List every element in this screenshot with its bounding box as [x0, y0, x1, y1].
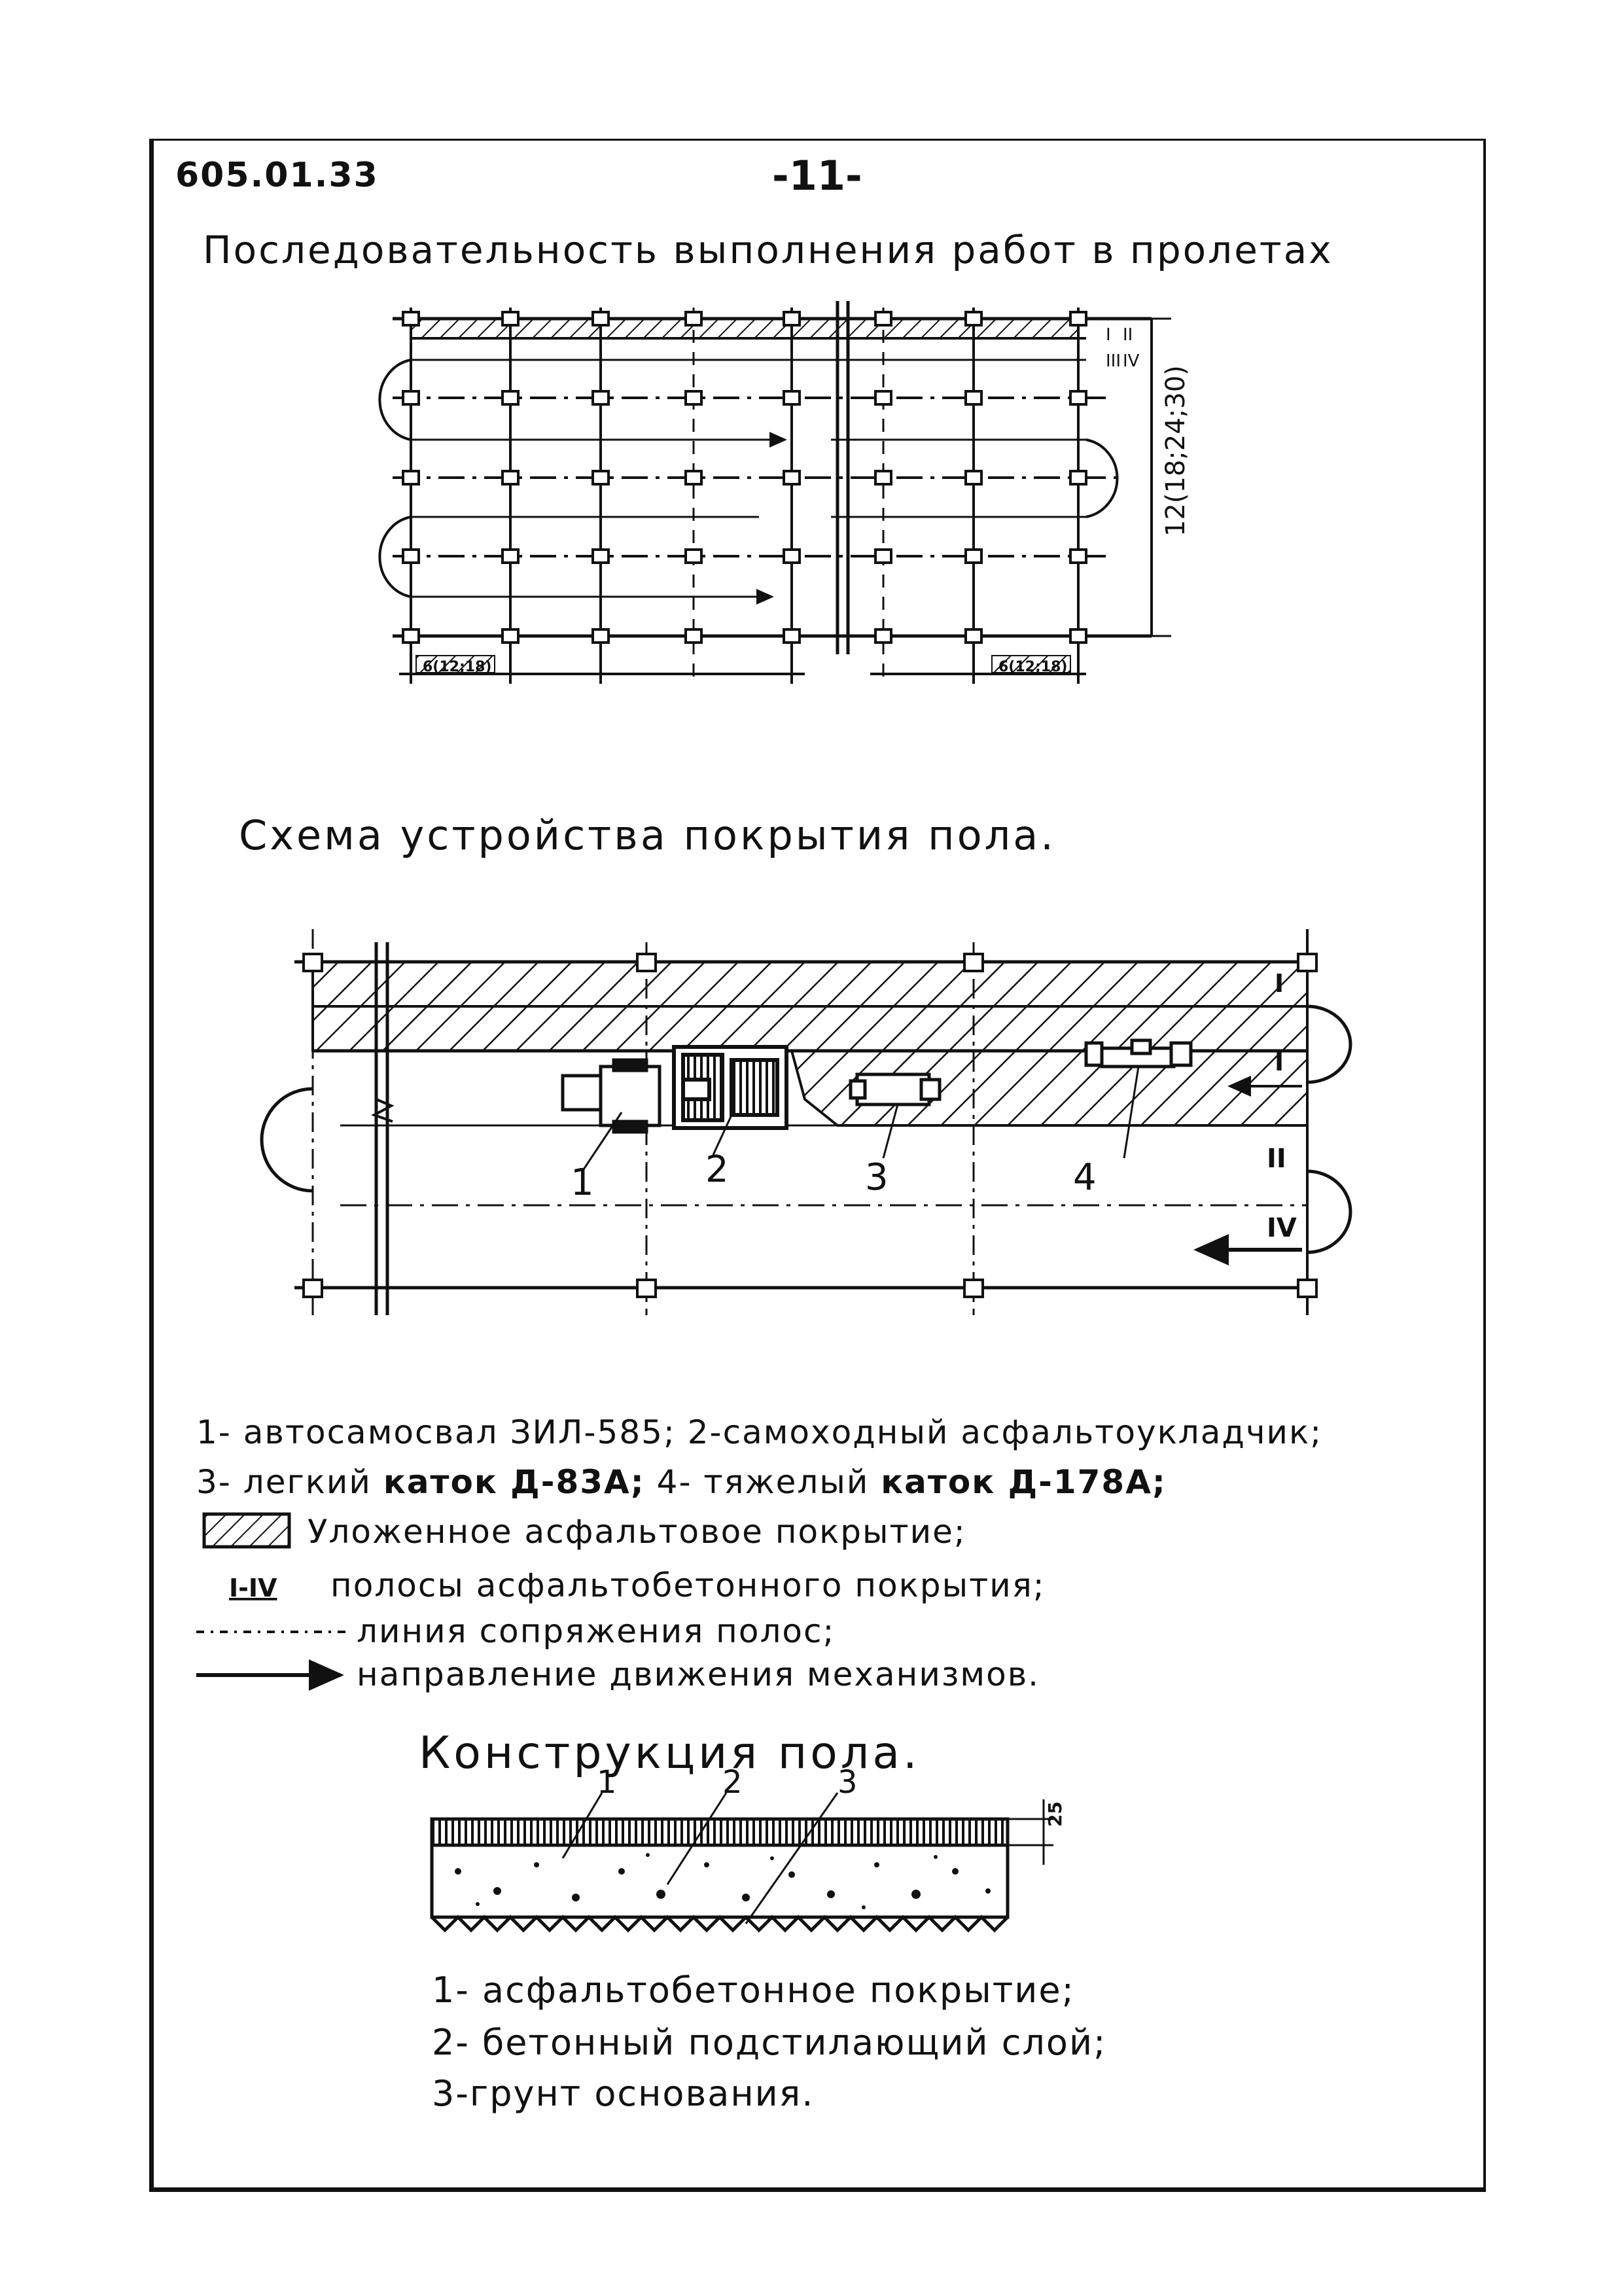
construction-caption-3: 3-грунт основания.: [432, 2073, 815, 2114]
layer-thickness: 25: [1044, 1801, 1066, 1827]
machine-number-1: 1: [571, 1161, 594, 1204]
grid-span-dimension: 12(18;24;30): [1161, 365, 1191, 537]
heavy-roller-icon: [1084, 1038, 1193, 1069]
page-number: -11-: [772, 152, 862, 200]
band-mark-4: IV: [1123, 351, 1140, 371]
machine-number-2: 2: [705, 1148, 729, 1191]
legend-symbols: [196, 1512, 347, 1691]
sequence-grid-diagram: [378, 301, 1171, 684]
machine-number-4: 4: [1073, 1156, 1097, 1199]
band-mark-3: III: [1106, 351, 1121, 371]
floor-construction-diagram: [430, 1792, 1053, 1933]
legend-band-symbol: I-IV: [229, 1574, 277, 1602]
construction-caption-1: 1- асфальтобетонное покрытие;: [432, 1969, 1075, 2011]
paving-scheme-diagram: [260, 929, 1352, 1315]
legend-machines-line2: 3- легкий каток Д-83А; 4- тяжелый каток …: [196, 1463, 1167, 1501]
paving-scheme-labels: 1 2 3 4 I I II IV: [571, 969, 1297, 1243]
band-mark-2: II: [1123, 325, 1133, 345]
layer-number-1: 1: [597, 1764, 617, 1801]
legend-item-joint-line: линия сопряжения полос;: [357, 1612, 836, 1650]
layer-number-3: 3: [837, 1764, 858, 1801]
band-mark-1: I: [1106, 325, 1111, 345]
light-roller-icon: [849, 1072, 942, 1106]
floor-construction-labels: 1 2 3 25: [597, 1764, 1066, 1827]
page-frame: [149, 139, 1486, 2192]
layer-number-2: 2: [722, 1764, 743, 1801]
dump-truck-icon: [561, 1058, 661, 1134]
section1-title: Последовательность выполнения работ в пр…: [203, 228, 1333, 272]
legend-machines-line1: 1- автосамосвал ЗИЛ-585; 2-самоходный ас…: [196, 1413, 1323, 1451]
legend-heavy-roller: каток Д-178А;: [881, 1463, 1167, 1501]
machine-number-3: 3: [865, 1156, 889, 1199]
band-mark-second: I: [1275, 1048, 1284, 1076]
band-mark-top: I: [1275, 969, 1284, 998]
legend-item-hatch: Уложенное асфальтовое покрытие;: [308, 1513, 966, 1551]
legend-line2-prefix: 3- легкий: [196, 1463, 383, 1501]
bay-label-right: 6(12;18): [998, 659, 1067, 675]
section3-title: Конструкция пола.: [419, 1727, 921, 1779]
asphalt-paver-icon: [672, 1045, 788, 1130]
construction-caption-2: 2- бетонный подстилающий слой;: [432, 2022, 1107, 2063]
document-number: 605.01.33: [175, 156, 379, 195]
bay-label-left: 6(12;18): [423, 659, 491, 675]
legend-line2-mid: 4- тяжелый: [644, 1463, 881, 1501]
band-mark-fourth: IV: [1267, 1213, 1297, 1243]
legend-item-bands: полосы асфальтобетонного покрытия;: [330, 1566, 1046, 1604]
section2-title: Схема устройства покрытия пола.: [239, 811, 1056, 859]
band-mark-third: II: [1267, 1144, 1286, 1174]
sequence-grid-labels: I II III IV 12(18;24;30) 6(12;18) 6(12;1…: [423, 325, 1191, 675]
legend-light-roller: каток Д-83А;: [383, 1463, 645, 1501]
legend-item-direction: направление движения механизмов.: [357, 1655, 1040, 1693]
